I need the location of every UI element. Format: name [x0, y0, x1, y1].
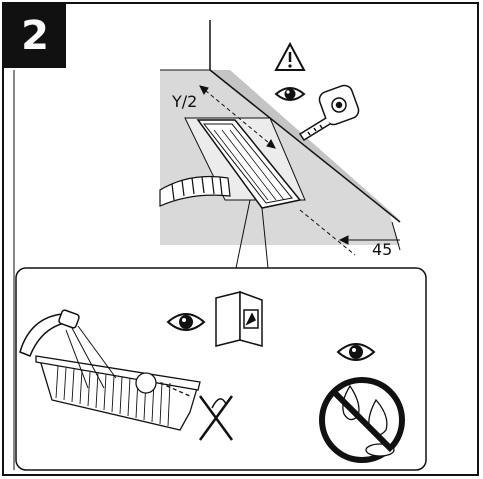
step-number-badge: 2 [4, 4, 66, 68]
dimension-45 [299, 209, 401, 256]
eye-icon [336, 343, 376, 361]
shower-hose-icon [19, 309, 117, 389]
eye-icon [274, 87, 306, 101]
read-manual-icon [215, 290, 263, 347]
warning-triangle-icon [274, 41, 306, 71]
step-number: 2 [21, 13, 49, 59]
eye-icon [166, 313, 206, 331]
no-water-icon [319, 377, 405, 463]
drain-tray-detail [35, 355, 201, 431]
dimension-label-y2: Y/2 [172, 92, 198, 111]
dimension-y2 [199, 85, 276, 149]
dimension-label-45: 45 [372, 240, 393, 259]
callout-line-right [261, 207, 269, 269]
callout-line-left [235, 199, 251, 269]
drain-hose [159, 175, 231, 207]
tape-measure-icon [298, 84, 360, 142]
drain-tray-top [196, 119, 302, 209]
no-open-flame-icon [198, 395, 234, 441]
floor-outer-edge [209, 69, 401, 223]
